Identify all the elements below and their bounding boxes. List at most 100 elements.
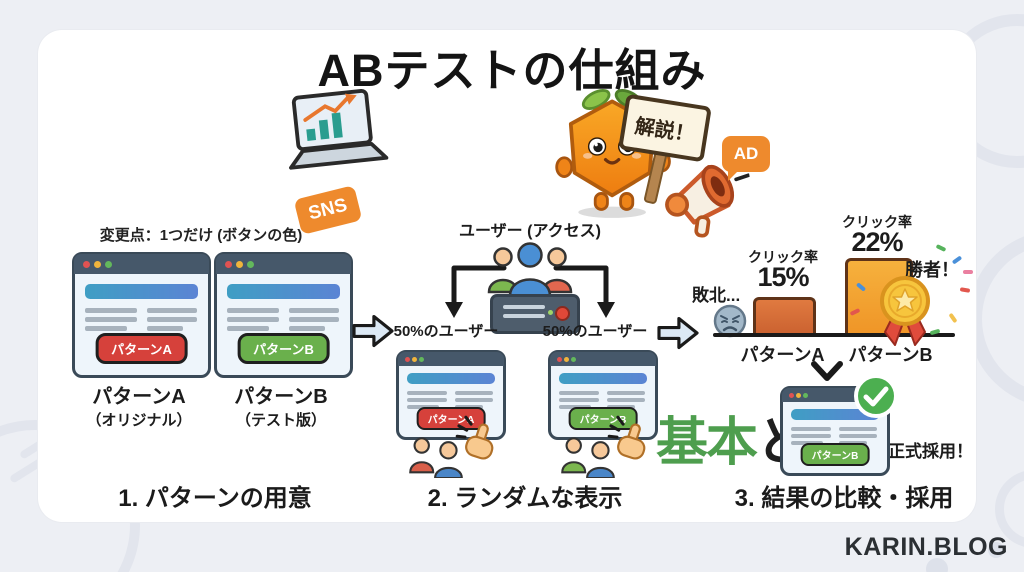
split-arrows	[438, 258, 622, 328]
chart-axis	[713, 333, 955, 337]
laptop-chart-icon	[275, 84, 396, 189]
browser-served-b: パターンB	[548, 350, 658, 440]
text-line	[289, 326, 325, 331]
label-pattern-a: パターンA （オリジナル）	[64, 380, 214, 430]
label-pattern-a-name: パターンA	[92, 386, 186, 408]
browser-titlebar	[550, 352, 656, 366]
text-line	[455, 391, 493, 395]
brand-watermark: KARIN.BLOG	[844, 533, 1008, 561]
label-pattern-b-sub: （テスト版）	[235, 412, 326, 429]
step3-caption: 3. 結果の比較・採用	[734, 485, 954, 512]
server-slot	[503, 305, 545, 309]
traffic-dot-green	[571, 357, 576, 362]
text-line	[607, 391, 645, 395]
text-line	[607, 398, 645, 402]
traffic-dot-green	[803, 393, 808, 398]
share-left-label: 50%のユーザー	[393, 323, 499, 340]
text-line	[289, 308, 339, 313]
arrow-step1-to-step2	[350, 312, 396, 350]
server-light-red	[555, 306, 570, 321]
pattern-b-button[interactable]: パターンB	[800, 443, 870, 466]
metric-label-a: クリック率	[748, 249, 818, 265]
traffic-dot-green	[419, 357, 424, 362]
arrow-step2-to-step3	[655, 314, 701, 352]
text-line	[289, 317, 339, 322]
step1-change-note: 変更点：1つだけ (ボタンの色)	[99, 227, 303, 244]
page-title: ABテストの仕組み	[317, 45, 707, 96]
text-line	[85, 308, 137, 313]
pattern-b-button[interactable]: パターンB	[568, 407, 638, 430]
confetti	[963, 270, 973, 274]
metric-value-b: 22%	[851, 227, 903, 257]
browser-titlebar	[216, 254, 351, 274]
sns-tag-label: SNS	[306, 194, 350, 225]
text-line	[407, 398, 447, 402]
server-icon	[490, 294, 580, 334]
metric-value-a: 15%	[757, 262, 809, 292]
bar-pattern-a	[753, 297, 816, 337]
viewers-b-icon	[558, 436, 620, 478]
users-access-label: ユーザー (アクセス)	[459, 223, 601, 240]
traffic-dot-yellow	[94, 261, 101, 268]
text-line	[455, 398, 493, 402]
click-hand-icon-a	[452, 412, 504, 464]
pattern-a-button[interactable]: パターンA	[95, 333, 188, 364]
overlay-text-green: 基本	[656, 414, 758, 472]
text-line	[407, 391, 447, 395]
text-line	[791, 434, 831, 438]
step1-caption: 1. パターンの用意	[118, 485, 312, 512]
traffic-dot-yellow	[236, 261, 243, 268]
viewers-a-icon	[406, 436, 468, 478]
text-line	[839, 434, 877, 438]
text-line	[791, 427, 831, 431]
traffic-dot-red	[557, 357, 562, 362]
pattern-a-button[interactable]: パターンA	[416, 407, 486, 430]
browser-titlebar	[74, 254, 209, 274]
hero-banner	[407, 373, 495, 384]
hero-banner	[791, 409, 879, 420]
winner-label: 勝者！	[905, 260, 959, 280]
hero-banner	[227, 284, 340, 299]
axis-label-b: パターンB	[848, 345, 933, 365]
server-slot	[503, 314, 545, 318]
deco-ring-right	[968, 230, 1024, 408]
share-right-label: 50%のユーザー	[542, 323, 648, 340]
click-hand-icon-b	[604, 412, 656, 464]
adopted-note: 正式採用！	[888, 442, 973, 461]
step2-caption: 2. ランダムな表示	[427, 485, 623, 512]
check-circle-icon	[852, 372, 900, 420]
traffic-dot-red	[789, 393, 794, 398]
traffic-dot-yellow	[564, 357, 569, 362]
text-line	[559, 398, 599, 402]
user-group-icon	[486, 240, 574, 298]
deco-dot-2	[926, 558, 948, 572]
metric-label-b: クリック率	[842, 214, 912, 230]
browser-served-a: パターンA	[396, 350, 506, 440]
text-line	[147, 308, 197, 313]
hero-banner	[85, 284, 198, 299]
text-line	[147, 317, 197, 322]
chevron-down-icon	[810, 358, 844, 386]
traffic-dot-green	[247, 261, 254, 268]
text-line	[839, 427, 877, 431]
hero-banner	[559, 373, 647, 384]
text-line	[559, 391, 599, 395]
traffic-dot-yellow	[796, 393, 801, 398]
text-line	[227, 326, 269, 331]
text-line	[227, 308, 279, 313]
sad-face-icon	[712, 303, 748, 339]
label-pattern-b-name: パターンB	[234, 386, 328, 408]
explanation-sign-label: 解説！	[633, 114, 696, 147]
browser-pattern-a: パターンA	[72, 252, 211, 378]
ad-bubble: AD	[722, 136, 770, 181]
pattern-b-button[interactable]: パターンB	[237, 333, 330, 364]
traffic-dot-red	[405, 357, 410, 362]
text-line	[227, 317, 279, 322]
deco-dot-1	[988, 542, 1004, 558]
loser-label: 敗北...	[692, 286, 741, 305]
traffic-dot-red	[225, 261, 232, 268]
traffic-dot-green	[105, 261, 112, 268]
ad-bubble-label: AD	[733, 144, 759, 163]
traffic-dot-red	[83, 261, 90, 268]
